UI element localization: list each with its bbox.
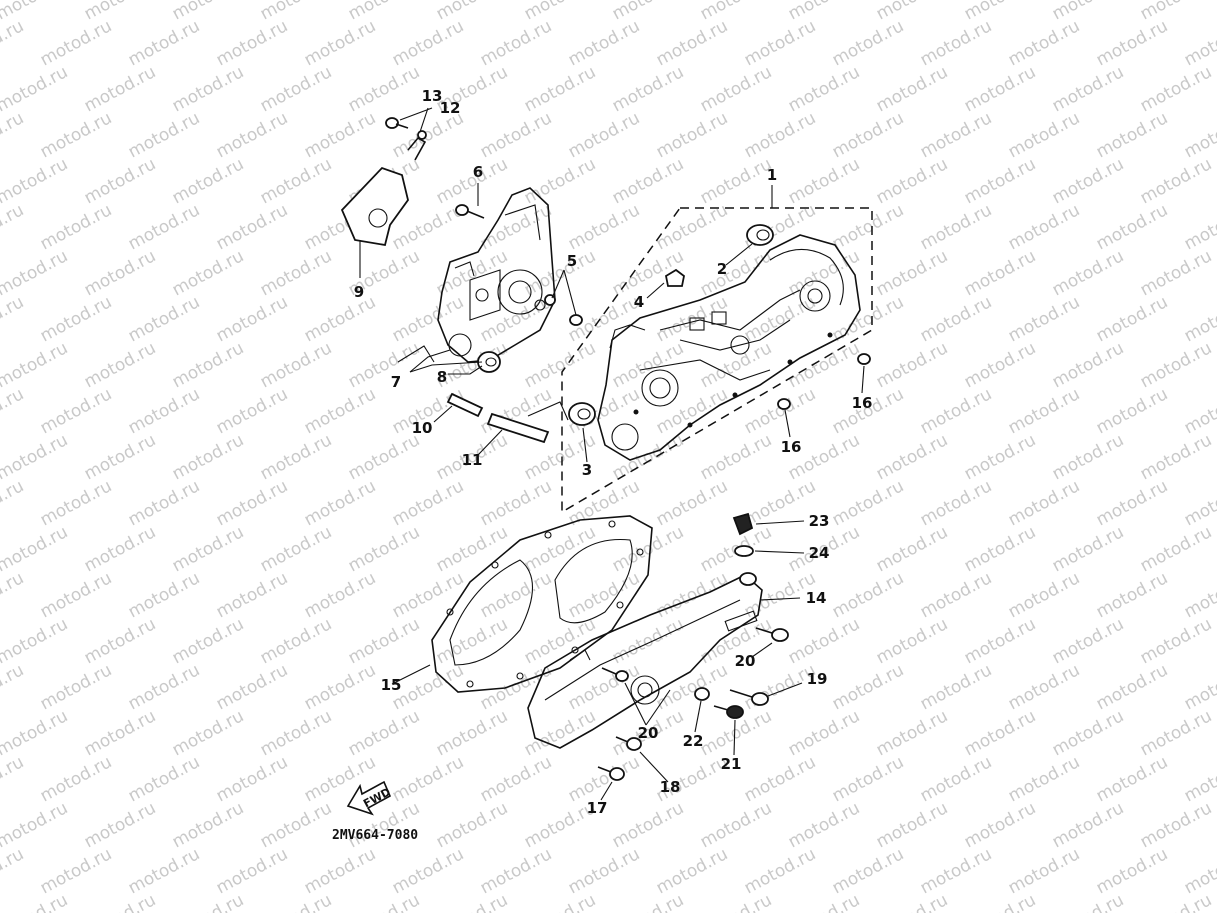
dowel-pin-16b	[777, 398, 791, 410]
washer-22	[694, 687, 710, 701]
callout-10: 10	[412, 419, 433, 437]
callout-6: 6	[473, 163, 483, 181]
callout-16-lower: 16	[781, 438, 802, 456]
callout-2: 2	[717, 260, 727, 278]
callout-7: 7	[391, 373, 401, 391]
callout-15: 15	[381, 676, 402, 694]
callout-3: 3	[582, 461, 592, 479]
diagram-code: 2MV664-7080	[332, 828, 418, 843]
right-crankcase	[597, 234, 861, 461]
bolt-20b	[601, 667, 629, 682]
callout-19: 19	[807, 670, 828, 688]
callout-21: 21	[721, 755, 742, 773]
callout-20-left: 20	[638, 724, 659, 742]
callout-20-right: 20	[735, 652, 756, 670]
callout-12: 12	[440, 99, 461, 117]
leader-lines	[359, 107, 865, 801]
washer-24	[734, 545, 754, 557]
callout-1: 1	[767, 166, 777, 184]
crankcase-cover-14	[527, 574, 763, 749]
pin-10	[446, 392, 484, 418]
callout-5: 5	[567, 252, 577, 270]
callout-16-right: 16	[852, 394, 873, 412]
callout-labels: 1 2 3 4 5 6 7 8 9 10 11 12 13 14 15 16 1…	[354, 87, 873, 817]
fwd-arrow-icon: FWD	[346, 780, 393, 816]
gasket-15	[431, 515, 653, 693]
callout-22: 22	[683, 732, 704, 750]
callout-18: 18	[660, 778, 681, 796]
filler-port	[739, 572, 757, 586]
crankcase-assembly-outline	[561, 207, 873, 514]
bolt-18	[615, 736, 642, 751]
bearing-2	[746, 224, 774, 246]
callout-11: 11	[462, 451, 483, 469]
callout-17: 17	[587, 799, 608, 817]
cap-4	[664, 268, 685, 287]
callout-9: 9	[354, 283, 364, 301]
plug-23	[732, 512, 754, 536]
fwd-label: FWD	[361, 785, 393, 810]
pin-11	[486, 412, 550, 444]
cover-plate-9	[340, 166, 409, 247]
dowel-pin-16a	[857, 353, 871, 365]
bolt-6	[455, 204, 485, 219]
callout-23: 23	[809, 512, 830, 530]
left-crankcase	[437, 187, 556, 363]
bolt-13	[385, 117, 409, 129]
bolt-21	[713, 705, 744, 719]
callout-13: 13	[422, 87, 443, 105]
bolt-17	[597, 766, 625, 781]
bolt-20a	[755, 627, 789, 642]
clip-12	[407, 130, 427, 161]
bearing-3	[568, 402, 596, 426]
callout-4: 4	[634, 293, 644, 311]
bearing-8	[477, 351, 501, 373]
callout-24: 24	[809, 544, 830, 562]
callout-8: 8	[437, 368, 447, 386]
callout-14: 14	[806, 589, 827, 607]
bolt-19	[729, 689, 769, 706]
